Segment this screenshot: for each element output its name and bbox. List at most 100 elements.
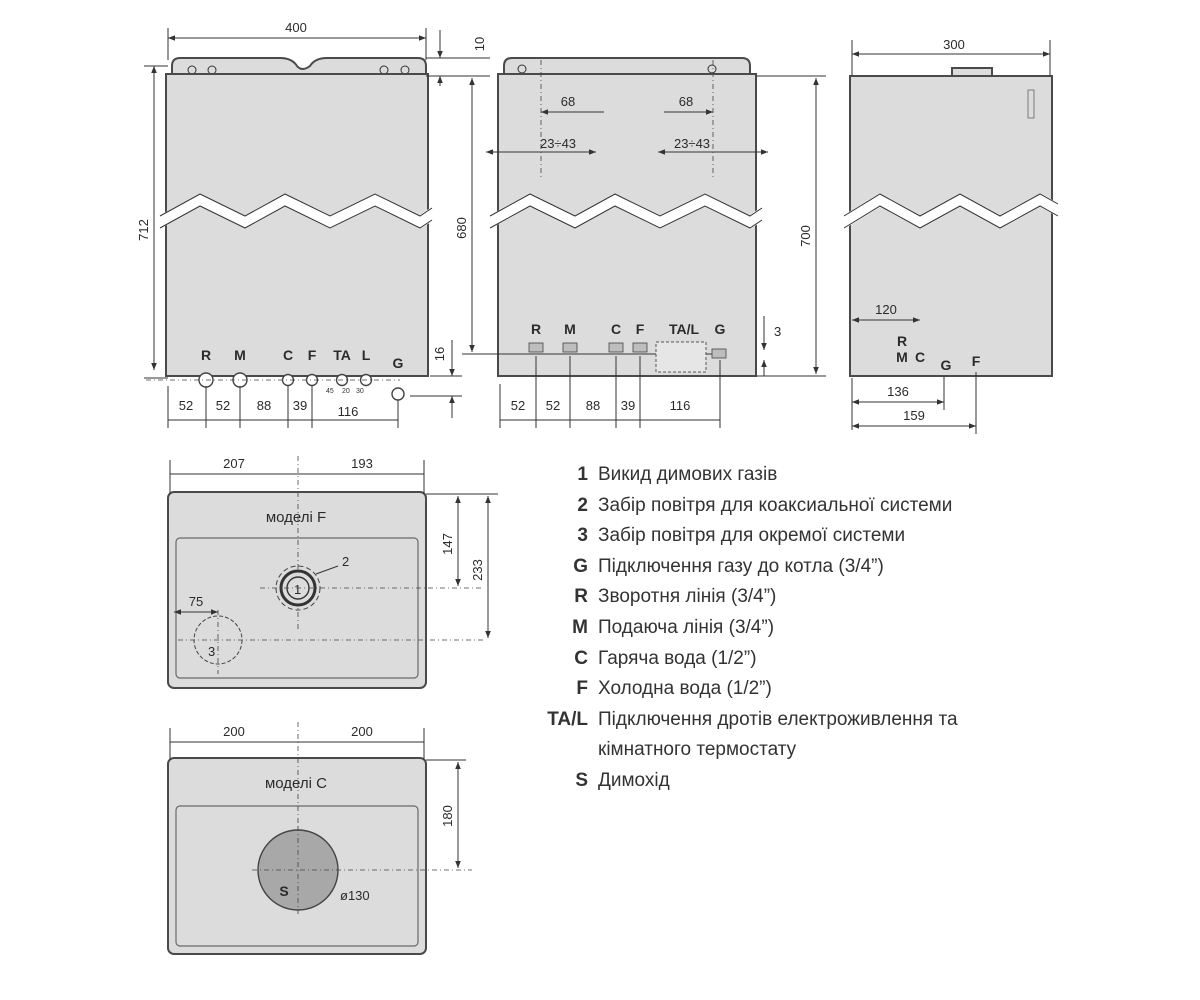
front-small-dim: 20 [342, 388, 350, 395]
top-c-right-label: 200 [351, 724, 373, 739]
rear-clearance-label: 3 [774, 324, 781, 339]
rear-overall-label: 700 [798, 225, 813, 247]
rear-fitting-G [711, 348, 727, 359]
front-connector-R: R [201, 347, 211, 363]
legend-text: Подаюча лінія (3/4”) [598, 616, 775, 638]
front-boiler-body [165, 73, 429, 377]
legend-code: TA/L [547, 708, 588, 730]
front-break-line [159, 193, 433, 217]
rear-fitting-C [608, 342, 624, 353]
top-f-left-label: 207 [223, 456, 245, 471]
legend-item: TA/L Підключення дротів електроживлення т… [530, 705, 1050, 766]
front-small-dim: 45 [326, 388, 334, 395]
rear-fitting-R [528, 342, 544, 353]
front-connector-C: C [283, 347, 293, 363]
rear-spacing-label: 39 [621, 398, 635, 413]
top-c-left-label: 200 [223, 724, 245, 739]
top-view-model-c: моделі C 200 200 S ø130 180 [167, 722, 472, 955]
side-view: 300 120 R M C G F 136 159 [840, 37, 1061, 434]
rear-range-label: 23÷43 [674, 136, 710, 151]
rear-range-label: 23÷43 [540, 136, 576, 151]
side-depth-label: 136 [887, 384, 909, 399]
rear-spacing-label: 52 [511, 398, 525, 413]
rear-top-cap [503, 57, 751, 77]
rear-break-line [489, 205, 763, 229]
legend-text: Гаряча вода (1/2”) [598, 647, 757, 669]
front-spacing-label: 52 [216, 398, 230, 413]
front-break-line [159, 205, 433, 229]
legend-text: Забір повітря для коаксиальної системи [598, 494, 953, 516]
rear-connector-F: F [636, 321, 645, 337]
legend-item: M Подаюча лінія (3/4”) [530, 613, 1050, 644]
top-f-right-label: 193 [351, 456, 373, 471]
rear-spacing-label: 52 [546, 398, 560, 413]
rear-break-line [487, 193, 766, 229]
side-depth-label: 159 [903, 408, 925, 423]
front-connector-M: M [234, 347, 246, 363]
front-connector-TA: TA [333, 347, 351, 363]
front-top-cap [171, 57, 427, 77]
rear-offset-label: 68 [561, 94, 575, 109]
rear-fitting-F [632, 342, 648, 353]
front-bottom-label: 16 [432, 347, 447, 361]
front-width-label: 400 [285, 20, 307, 35]
side-break-line [840, 193, 1061, 229]
top-c-title: моделі C [265, 775, 327, 792]
rear-offset-label: 68 [679, 94, 693, 109]
top-f-depth-label: 233 [470, 559, 485, 581]
legend-code: 2 [577, 494, 588, 516]
legend-item: 2 Забір повітря для коаксиальної системи [530, 491, 1050, 522]
rear-break-line [489, 193, 763, 217]
top-view-model-f: моделі F 207 193 1 2 3 75 147 233 [167, 456, 498, 689]
rear-spacing-label: 116 [670, 398, 691, 413]
legend-text: Зворотня лінія (3/4”) [598, 586, 777, 608]
side-connector-C: C [915, 349, 925, 365]
legend-code: G [573, 555, 588, 577]
front-connector-G: G [393, 355, 404, 371]
rear-connector-TA-L: TA/L [669, 321, 700, 337]
side-connector-R: R [897, 333, 907, 349]
top-f-marker-1: 1 [294, 582, 301, 597]
legend-code: M [572, 616, 588, 638]
top-c-marker-S: S [279, 883, 288, 899]
front-small-dim: 30 [356, 388, 364, 395]
legend-code: 3 [577, 525, 588, 547]
legend-text: Підключення дротів електроживлення та кі… [598, 708, 958, 761]
top-f-leader [315, 565, 339, 575]
side-label-plate [1027, 89, 1035, 119]
top-f-marker-2: 2 [342, 554, 349, 569]
rear-fitting-M [562, 342, 578, 353]
front-top-label: 10 [472, 37, 487, 51]
side-connector-G: G [941, 357, 952, 373]
rear-connector-R: R [531, 321, 541, 337]
top-f-inner [175, 537, 419, 679]
top-f-depth-label: 147 [440, 533, 455, 555]
front-height-label: 712 [136, 219, 151, 241]
legend-item: R Зворотня лінія (3/4”) [530, 582, 1050, 613]
rear-connector-M: M [564, 321, 576, 337]
legend-code: R [574, 586, 588, 608]
legend-item: 3 Забір повітря для окремої системи [530, 521, 1050, 552]
legend-text: Забір повітря для окремої системи [598, 525, 906, 547]
front-fitting-G [391, 387, 405, 401]
front-spacing-label: 88 [257, 398, 271, 413]
legend-code: C [574, 647, 588, 669]
side-offset-label: 120 [875, 302, 897, 317]
legend-text: Викид димових газів [598, 464, 778, 485]
side-boiler-body [849, 75, 1053, 377]
front-spacing-label: 116 [338, 404, 359, 419]
legend-text: Димохід [598, 769, 670, 791]
top-c-depth-label: 180 [440, 805, 455, 827]
side-break-line [843, 193, 1059, 217]
top-f-offset-label: 75 [189, 594, 203, 609]
front-connector-F: F [308, 347, 317, 363]
front-spacing-label: 39 [293, 398, 307, 413]
top-f-title: моделі F [266, 509, 326, 526]
front-spacing-label: 52 [179, 398, 193, 413]
side-width-label: 300 [943, 37, 965, 52]
